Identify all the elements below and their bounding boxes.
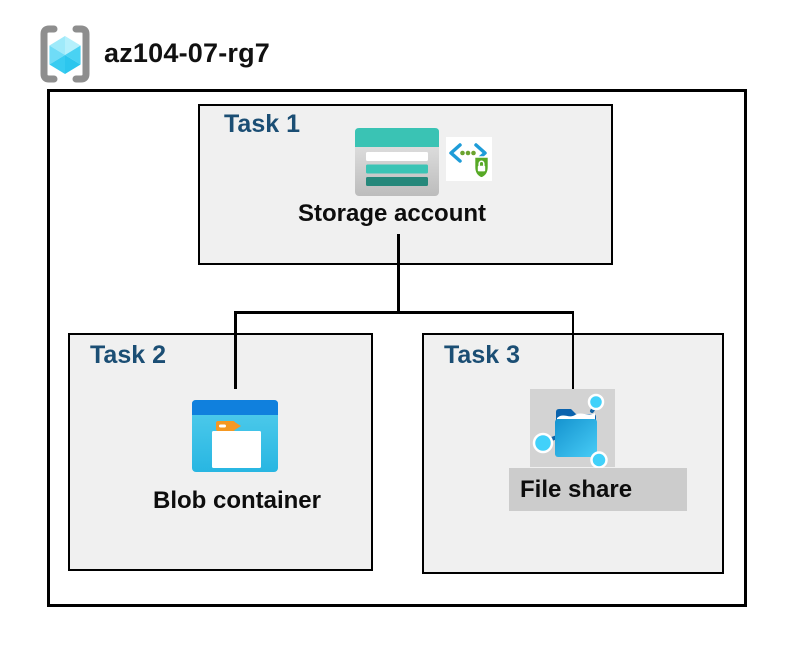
task-3-label: Task 3	[444, 341, 520, 369]
task-2-label: Task 2	[90, 341, 166, 369]
blob-container-icon	[192, 400, 278, 472]
resource-group-icon	[38, 24, 92, 84]
task-1-label: Task 1	[224, 110, 300, 138]
blob-container-label: Blob container	[152, 487, 321, 514]
file-share-icon	[530, 389, 615, 469]
connector-to-file-share	[571, 311, 574, 389]
storage-account-icon	[355, 128, 439, 196]
storage-account-label: Storage account	[297, 200, 487, 227]
connector-to-blob-container	[234, 311, 237, 389]
connector-branch	[234, 311, 574, 314]
resource-group-name: az104-07-rg7	[104, 38, 270, 68]
file-share-label-box: File share	[509, 468, 687, 511]
file-share-label: File share	[520, 476, 633, 503]
connector-storage-stem	[397, 234, 400, 312]
secure-access-icon	[446, 137, 492, 181]
